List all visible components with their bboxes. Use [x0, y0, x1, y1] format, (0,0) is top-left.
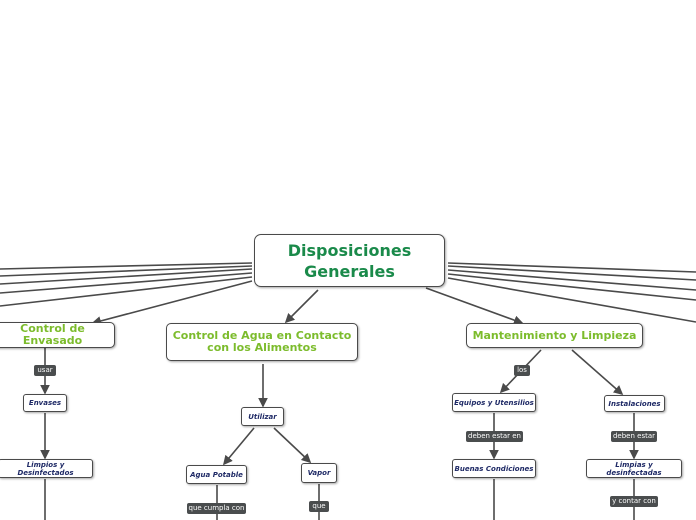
edge-root-offscreen-right — [447, 277, 696, 323]
root-node-disposiciones-generales[interactable]: Disposiciones Generales — [254, 234, 445, 287]
edge-root-offscreen-left — [0, 276, 253, 307]
node-equipos-utensilios-label: Equipos y Utensilios — [454, 398, 534, 407]
branch-mantenimiento-limpieza-label: Mantenimiento y Limpieza — [472, 328, 637, 342]
node-envases[interactable]: Envases — [23, 394, 67, 412]
relation-label-y-contar-con: y contar con — [610, 496, 658, 507]
edge-root-envasado — [91, 280, 253, 326]
node-buenas-condiciones[interactable]: Buenas Condiciones — [452, 459, 536, 478]
node-instalaciones-label: Instalaciones — [608, 399, 661, 408]
edge-root-offscreen-right — [447, 265, 696, 281]
branch-control-agua[interactable]: Control de Agua en Contacto con los Alim… — [166, 323, 358, 361]
relation-label-deben-estar: deben estar — [611, 431, 657, 442]
edge-root-offscreen-right — [447, 273, 696, 301]
node-equipos-utensilios[interactable]: Equipos y Utensilios — [452, 393, 536, 412]
relation-label-que: que — [309, 501, 329, 512]
branch-control-agua-line2: con los Alimentos — [207, 341, 317, 354]
edge-root-offscreen-left — [0, 268, 253, 285]
node-vapor[interactable]: Vapor — [301, 463, 337, 483]
node-limpias-desinfectadas[interactable]: Limpias y desinfectadas — [586, 459, 682, 478]
branch-mantenimiento-limpieza[interactable]: Mantenimiento y Limpieza — [466, 323, 643, 348]
node-limpias-desinfectadas-label: Limpias y desinfectadas — [606, 460, 662, 477]
edge-utilizar-vapor — [273, 427, 312, 464]
root-title-line1: Disposiciones — [287, 240, 412, 260]
edge-utilizar-agua-potable — [222, 427, 255, 466]
edge-root-offscreen-right — [447, 269, 696, 291]
relation-label-los: los — [514, 365, 530, 376]
edge-root-offscreen-left — [0, 262, 253, 270]
node-vapor-label: Vapor — [307, 469, 331, 477]
edge-root-offscreen-left — [0, 272, 253, 294]
edge-root-offscreen-right — [447, 262, 696, 273]
root-title-line2: Generales — [304, 261, 395, 281]
edge-root-offscreen-left — [0, 265, 253, 277]
edge-mantenimiento-instalaciones — [571, 349, 624, 396]
node-limpios-desinfectados-label: Limpios y Desinfectados — [17, 460, 74, 477]
relation-label-deben-estar-en: deben estar en — [466, 431, 523, 442]
node-instalaciones[interactable]: Instalaciones — [604, 395, 665, 412]
node-utilizar[interactable]: Utilizar — [241, 407, 284, 426]
node-agua-potable[interactable]: Agua Potable — [186, 465, 247, 484]
relation-label-usar: usar — [34, 365, 56, 376]
edge-root-mantenimiento — [425, 287, 524, 325]
edge-root-agua — [284, 289, 319, 324]
node-buenas-condiciones-label: Buenas Condiciones — [454, 464, 534, 473]
node-utilizar-label: Utilizar — [248, 412, 277, 421]
relation-label-que-cumpla-con: que cumpla con — [187, 503, 246, 514]
branch-control-envasado[interactable]: Control de Envasado — [0, 322, 115, 348]
branch-control-envasado-label: Control de Envasado — [20, 322, 85, 347]
node-envases-label: Envases — [28, 399, 62, 407]
branch-control-agua-line1: Control de Agua en Contacto — [172, 329, 352, 342]
node-limpios-desinfectados[interactable]: Limpios y Desinfectados — [0, 459, 93, 478]
node-agua-potable-label: Agua Potable — [190, 470, 243, 479]
